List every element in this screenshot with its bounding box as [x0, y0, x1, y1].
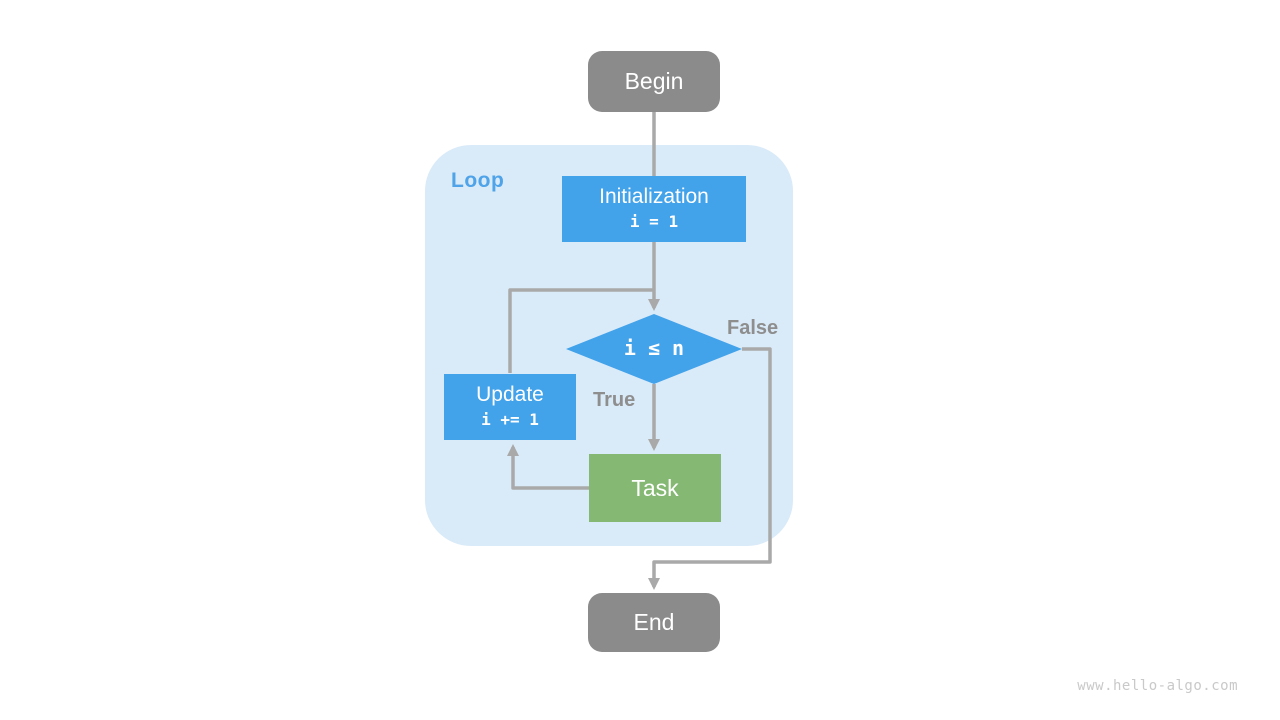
- condition-expression: i ≤ n: [623, 336, 685, 360]
- begin-label: Begin: [624, 68, 684, 94]
- update-title: Update: [476, 382, 544, 406]
- arrow-update-loopback: [508, 288, 654, 373]
- arrow-task-to-update: [507, 444, 589, 490]
- initialization-title: Initialization: [599, 184, 709, 208]
- condition-diamond-shape: [566, 314, 742, 384]
- end-label: End: [633, 609, 675, 635]
- update-code: i += 1: [481, 410, 539, 430]
- node-task: Task: [589, 454, 721, 522]
- branch-label-true: True: [593, 389, 636, 411]
- node-end: End: [588, 593, 720, 652]
- node-initialization: Initialization i = 1: [562, 176, 746, 242]
- arrow-condition-false-to-end: [648, 347, 772, 590]
- branch-label-false: False: [727, 317, 779, 339]
- node-begin: Begin: [588, 51, 720, 112]
- task-label: Task: [631, 474, 679, 501]
- node-update: Update i += 1: [444, 374, 576, 440]
- initialization-code: i = 1: [629, 212, 679, 232]
- watermark: www.hello-algo.com: [1077, 678, 1238, 694]
- loop-label: Loop: [451, 169, 505, 192]
